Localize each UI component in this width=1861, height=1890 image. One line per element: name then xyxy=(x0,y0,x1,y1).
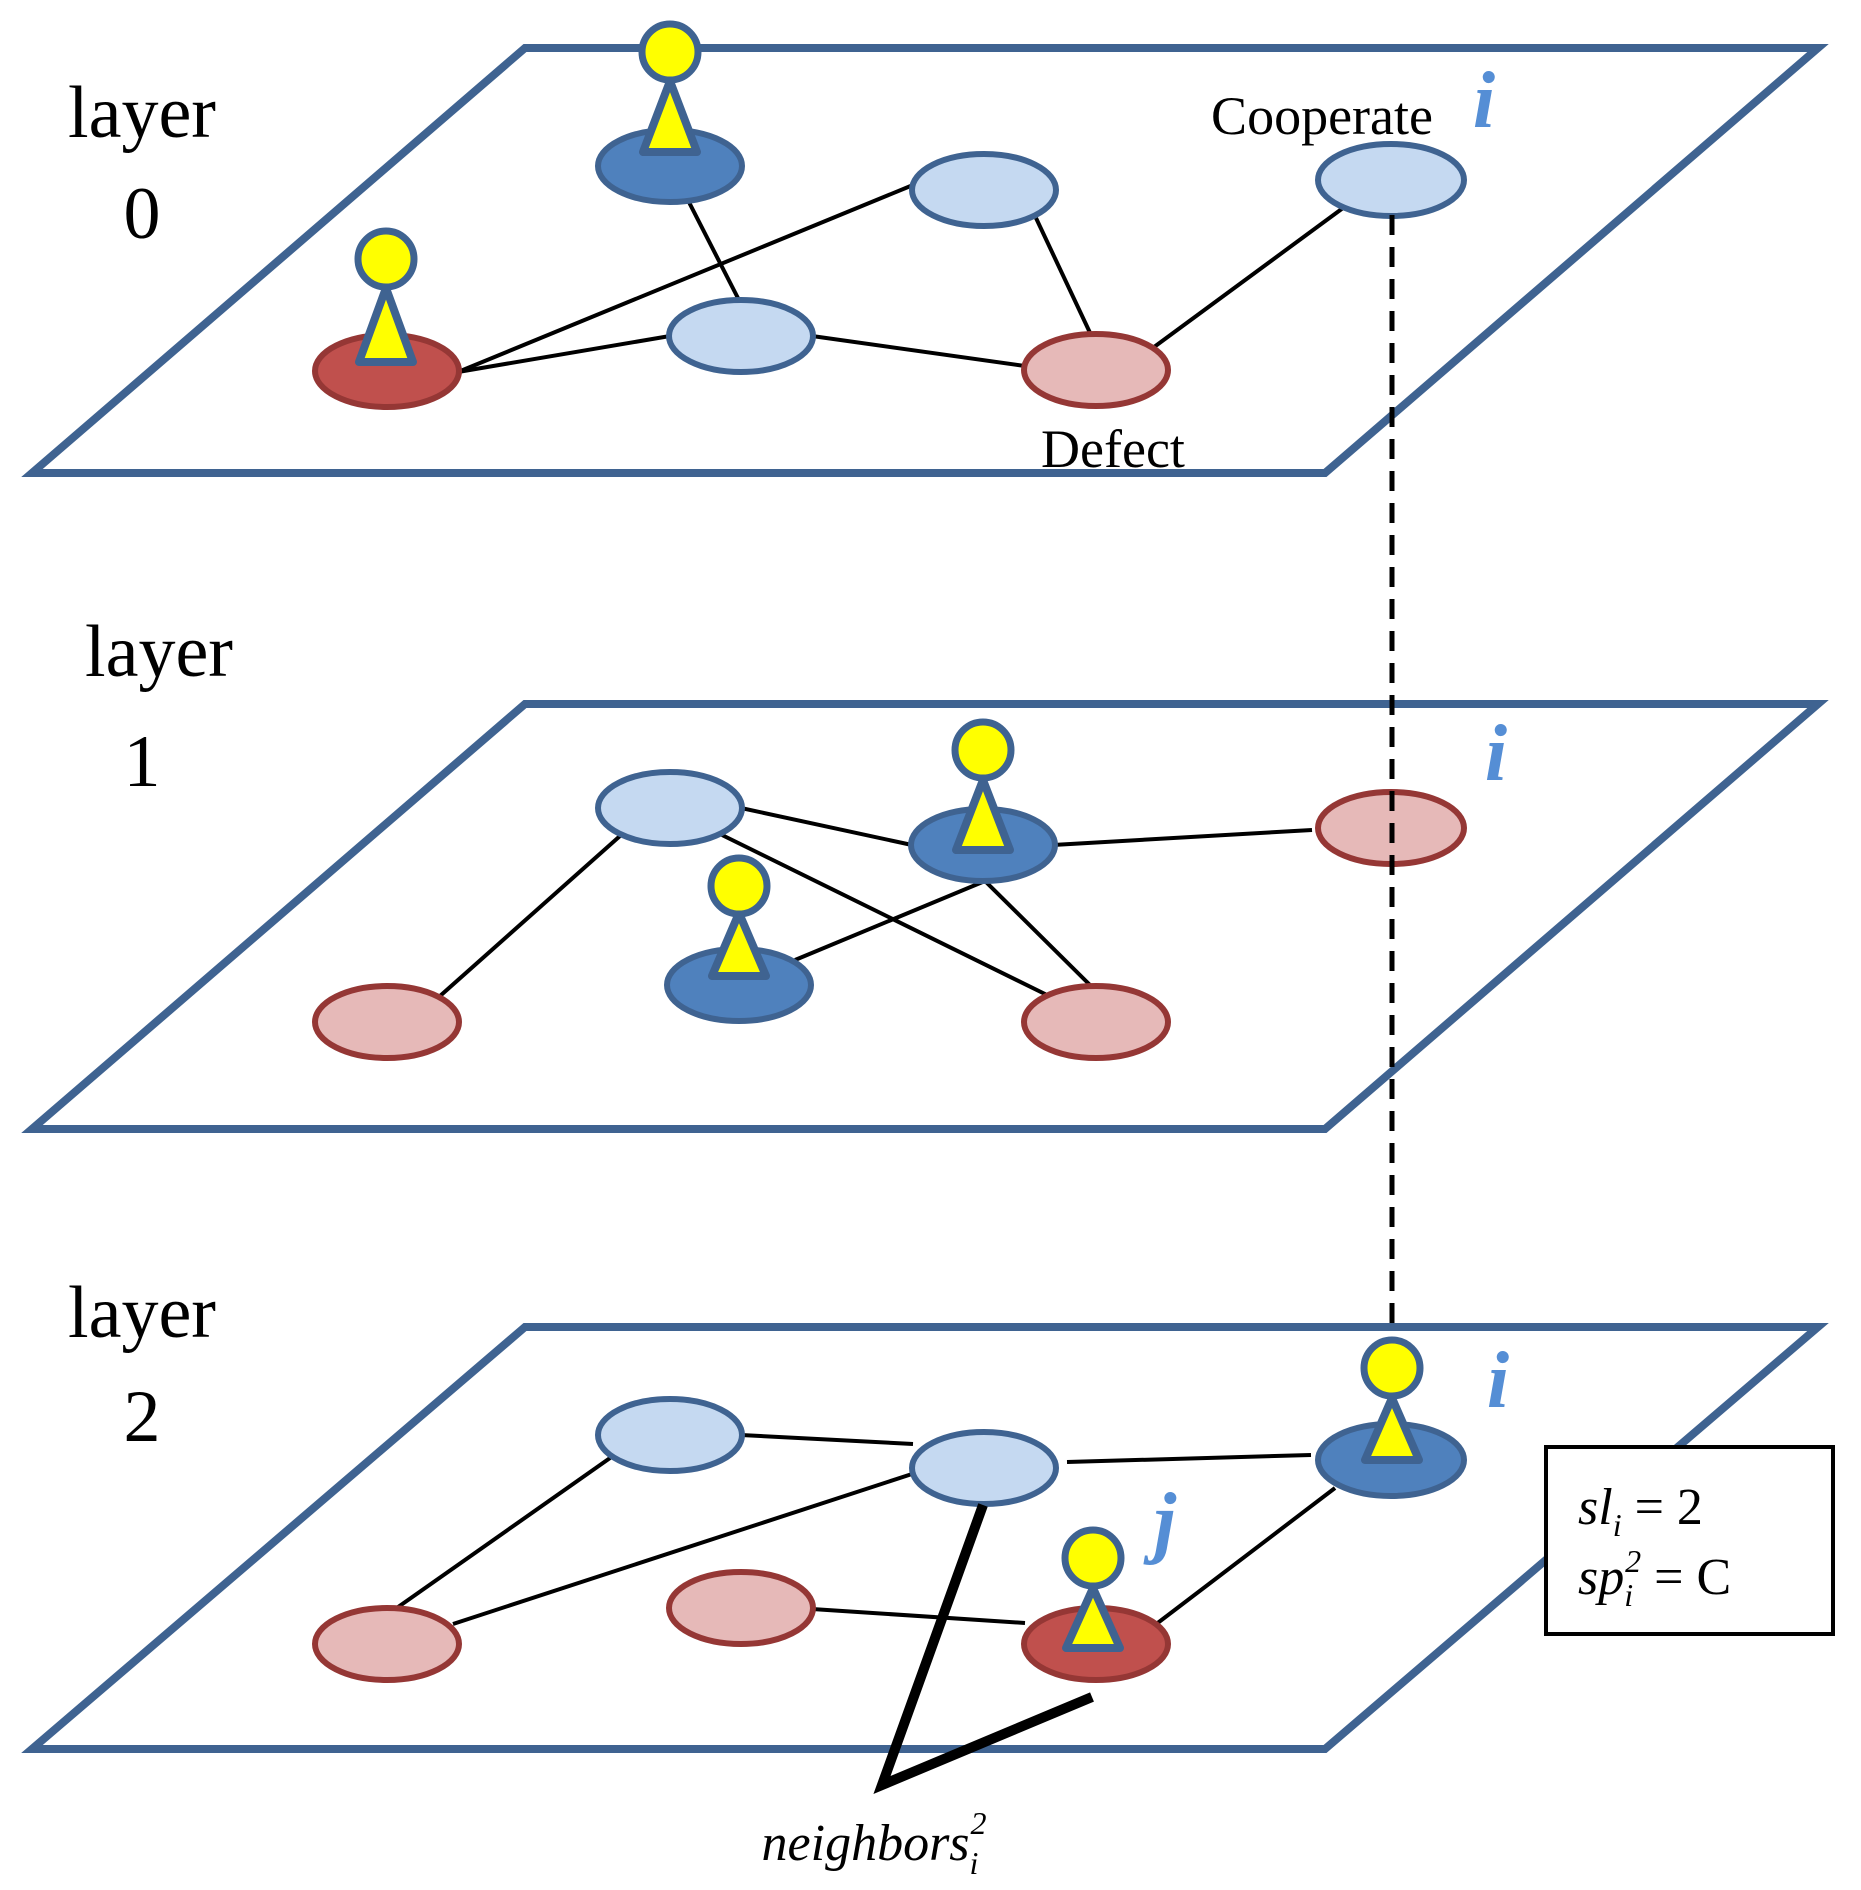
info-box-line-1: sli = 2 xyxy=(1578,1479,1703,1543)
layer-1-label-name: layer xyxy=(85,611,233,693)
defect-node xyxy=(312,983,462,1061)
node-i-label: i xyxy=(1485,710,1507,798)
agent-head xyxy=(354,227,418,291)
agent-marker xyxy=(638,20,702,156)
agent-marker xyxy=(707,854,771,980)
agent-body xyxy=(1062,1584,1124,1652)
edge xyxy=(452,1472,913,1626)
agent-head xyxy=(1061,1526,1125,1590)
edge xyxy=(811,1607,1026,1625)
sp-sub: i xyxy=(1624,1577,1633,1613)
edge xyxy=(1153,1486,1337,1627)
layer-0: layer 0 Cooperate Defect i xyxy=(21,20,1829,479)
cooperate-node xyxy=(909,1429,1059,1507)
neighbors-label-sub: i xyxy=(970,1845,979,1881)
agent-marker xyxy=(1360,1336,1424,1464)
defect-node xyxy=(312,1605,462,1683)
agent-head xyxy=(951,718,1015,782)
cooperate-annotation: Cooperate xyxy=(1211,86,1433,146)
agent-marker xyxy=(354,227,418,366)
layer-0-label-name: layer xyxy=(68,72,216,154)
node-i-cooperate xyxy=(1315,141,1467,219)
agent-marker xyxy=(1061,1526,1125,1652)
layer-1-label-index: 1 xyxy=(124,721,161,803)
node-i-label: i xyxy=(1487,1337,1509,1425)
edge xyxy=(1052,828,1313,847)
defect-node xyxy=(1021,331,1171,409)
node-i-label: i xyxy=(1473,57,1495,145)
neighbors-callout: neighborsi 2 xyxy=(762,1503,1094,1881)
sl-var: sl xyxy=(1578,1479,1613,1536)
defect-annotation: Defect xyxy=(1041,419,1185,479)
layer-0-plane xyxy=(21,44,1829,477)
edge xyxy=(983,879,1094,989)
cooperate-node xyxy=(595,1396,745,1474)
edge xyxy=(721,833,1048,997)
sp-sup: 2 xyxy=(1625,1543,1641,1579)
layer-1-edges xyxy=(438,806,1313,998)
layer-1: layer 1 i xyxy=(21,611,1829,1133)
edge xyxy=(457,183,914,374)
info-box-line-2: spi2 = C xyxy=(1578,1543,1731,1613)
agent-marker xyxy=(951,718,1015,854)
cooperate-node xyxy=(666,297,816,375)
defect-node xyxy=(666,1569,816,1647)
edge xyxy=(794,879,986,962)
neighbors-label: neighborsi 2 xyxy=(762,1805,987,1881)
sp-var: sp xyxy=(1578,1549,1624,1606)
agent-body xyxy=(708,909,770,980)
info-box: sli = 2 spi2 = C xyxy=(1544,1445,1835,1636)
edge xyxy=(1066,1453,1312,1464)
edge xyxy=(740,806,913,847)
layer-2-label-name: layer xyxy=(68,1272,216,1354)
neighbors-label-sup: 2 xyxy=(970,1805,986,1841)
neighbors-label-base: neighbors xyxy=(762,1815,970,1872)
layer-2-edges xyxy=(389,1433,1337,1627)
neighbors-pointer xyxy=(873,1503,1094,1795)
cooperate-node xyxy=(909,151,1059,229)
agent-body xyxy=(1361,1394,1423,1464)
sl-rest: = 2 xyxy=(1622,1479,1703,1536)
edge xyxy=(457,334,671,374)
info-box-frame xyxy=(1544,1445,1835,1636)
cooperate-node xyxy=(595,769,745,847)
agent-head xyxy=(1360,1336,1424,1400)
defect-node xyxy=(1021,983,1171,1061)
layer-0-label-index: 0 xyxy=(124,173,161,255)
sl-sub: i xyxy=(1613,1507,1622,1543)
agent-body xyxy=(639,77,701,156)
agent-body xyxy=(952,776,1014,854)
layer-2-label-index: 2 xyxy=(124,1376,161,1458)
layer-2: layer 2 i j xyxy=(21,1272,1829,1753)
layer-0-nodes xyxy=(312,127,1467,410)
edge xyxy=(1034,217,1094,338)
agent-head xyxy=(707,854,771,918)
agent-head xyxy=(638,20,702,84)
layer-1-nodes xyxy=(312,769,1467,1061)
edge xyxy=(811,334,1026,368)
layer-1-plane xyxy=(21,700,1829,1133)
edge xyxy=(438,834,622,998)
edge xyxy=(1148,206,1345,352)
sp-rest: = C xyxy=(1641,1549,1731,1606)
agent-body xyxy=(355,284,417,366)
edge xyxy=(389,1449,622,1614)
edge xyxy=(740,1433,914,1446)
